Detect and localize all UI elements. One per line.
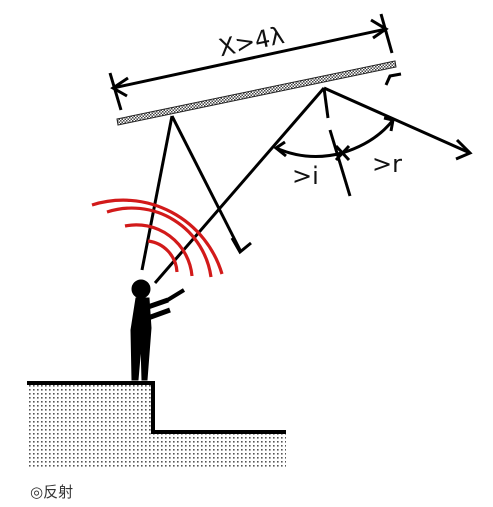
- angle-arcs: [273, 116, 395, 162]
- person-figure: [130, 279, 186, 381]
- normal-line: [322, 87, 352, 197]
- incidence-angle-label: >i: [292, 162, 319, 190]
- reflection-angle-label: >r: [372, 150, 402, 178]
- sound-waves: [91, 198, 224, 278]
- ground: [27, 381, 286, 468]
- left-ray: [140, 115, 252, 271]
- reflecting-surface: [116, 60, 397, 126]
- span-dimension-arrow: [108, 13, 394, 111]
- surface-end-mark: [384, 72, 402, 86]
- span-label: X>4λ: [216, 21, 286, 62]
- caption: ◎反射: [30, 483, 73, 501]
